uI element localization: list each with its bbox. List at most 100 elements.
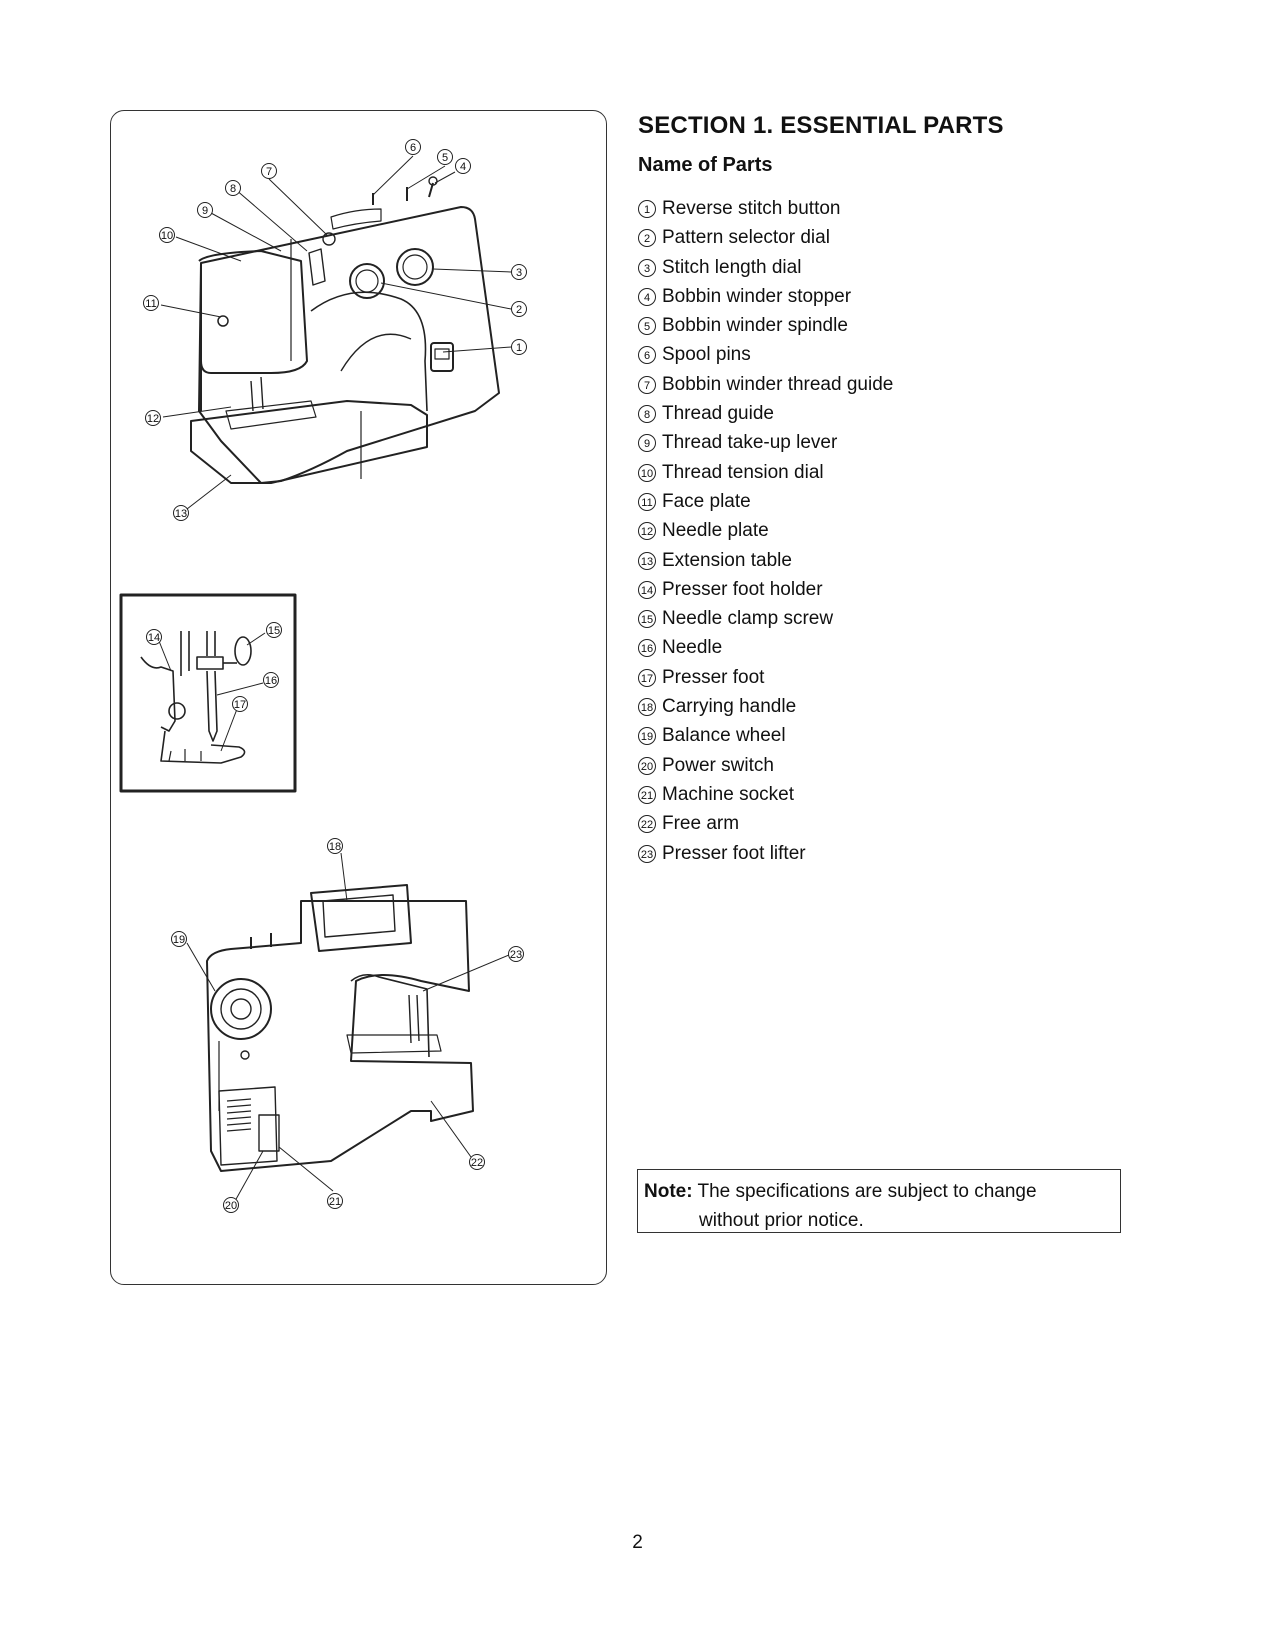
list-item: 10 Thread tension dial: [638, 462, 893, 491]
svg-text:6: 6: [410, 142, 416, 154]
item-label: Presser foot holder: [662, 578, 823, 600]
callout-3: 3: [511, 264, 527, 280]
item-label: Thread tension dial: [662, 461, 824, 483]
list-item: 14 Presser foot holder: [638, 579, 893, 608]
item-label: Extension table: [662, 549, 792, 571]
item-number: 9: [638, 434, 656, 453]
item-label: Free arm: [662, 813, 740, 835]
item-number: 10: [638, 463, 656, 482]
callout-11: 11: [143, 295, 159, 311]
item-number: 8: [638, 405, 656, 424]
note-box: Note: The specifications are subject to …: [637, 1169, 1121, 1233]
illustration-panel: 1 2 3 4 5 6 7 8 9 10 11 12 13 14 15 16 1…: [110, 110, 607, 1285]
sewing-machine-illustrations: 1 2 3 4 5 6 7 8 9 10 11 12 13 14 15 16 1…: [119, 139, 527, 1213]
callout-10: 10: [159, 227, 175, 243]
item-number: 5: [638, 317, 656, 336]
item-label: Machine socket: [662, 783, 795, 805]
item-label: Bobbin winder thread guide: [662, 373, 894, 395]
callout-8: 8: [225, 180, 241, 196]
callout-23: 23: [508, 946, 524, 962]
note-line-2: without prior notice.: [699, 1210, 864, 1231]
item-label: Needle: [662, 637, 723, 659]
svg-text:20: 20: [225, 1200, 237, 1212]
svg-text:16: 16: [265, 675, 277, 687]
item-label: Thread take-up lever: [662, 432, 838, 454]
item-number: 22: [638, 815, 656, 834]
svg-text:8: 8: [230, 183, 236, 195]
item-number: 6: [638, 346, 656, 365]
svg-text:15: 15: [268, 625, 280, 637]
svg-text:14: 14: [148, 632, 160, 644]
svg-text:7: 7: [266, 166, 272, 178]
callout-14: 14: [146, 629, 162, 645]
item-label: Power switch: [662, 754, 774, 776]
svg-text:22: 22: [471, 1157, 483, 1169]
item-label: Reverse stitch button: [662, 198, 841, 219]
note-line-1: The specifications are subject to change: [697, 1181, 1037, 1202]
item-label: Bobbin winder stopper: [662, 285, 852, 307]
item-number: 14: [638, 580, 656, 599]
svg-text:17: 17: [234, 699, 246, 711]
svg-text:12: 12: [147, 413, 159, 425]
note-label: Note:: [644, 1181, 693, 1202]
item-label: Thread guide: [662, 403, 774, 425]
list-item: 13 Extension table: [638, 550, 893, 579]
svg-text:19: 19: [173, 934, 185, 946]
callout-4: 4: [455, 158, 471, 174]
item-label: Needle clamp screw: [662, 608, 834, 630]
svg-text:5: 5: [442, 152, 448, 164]
callout-18: 18: [327, 838, 343, 854]
svg-text:23: 23: [510, 949, 522, 961]
item-label: Balance wheel: [662, 725, 786, 747]
item-number: 20: [638, 756, 656, 775]
list-item: 23 Presser foot lifter: [638, 843, 893, 872]
item-label: Face plate: [662, 490, 751, 512]
callout-1: 1: [511, 339, 527, 355]
item-number: 15: [638, 610, 656, 629]
svg-text:11: 11: [145, 298, 156, 310]
list-item: 15 Needle clamp screw: [638, 608, 893, 637]
callout-13: 13: [173, 505, 189, 521]
list-item: 9 Thread take-up lever: [638, 432, 893, 461]
list-item: 22 Free arm: [638, 813, 893, 842]
section-title: SECTION 1. ESSENTIAL PARTS: [638, 112, 1004, 139]
callout-16: 16: [263, 672, 279, 688]
item-number: 4: [638, 287, 656, 306]
item-number: 18: [638, 698, 656, 717]
svg-text:4: 4: [460, 161, 466, 173]
item-number: 23: [638, 844, 656, 863]
item-number: 13: [638, 551, 656, 570]
callout-7: 7: [261, 163, 277, 179]
list-item: 20 Power switch: [638, 755, 893, 784]
callout-19: 19: [171, 931, 187, 947]
subtitle: Name of Parts: [638, 154, 773, 176]
item-number: 19: [638, 727, 656, 746]
item-label: Bobbin winder spindle: [662, 315, 848, 337]
list-item: 19 Balance wheel: [638, 725, 893, 754]
list-item: 11 Face plate: [638, 491, 893, 520]
machine-back-view: [206, 884, 474, 1172]
svg-text:10: 10: [161, 230, 173, 242]
callout-21: 21: [327, 1193, 343, 1209]
item-number: 11: [638, 492, 656, 511]
item-label: Presser foot: [662, 666, 765, 688]
callout-9: 9: [197, 202, 213, 218]
list-item: 4 Bobbin winder stopper: [638, 286, 893, 315]
item-label: Presser foot lifter: [662, 842, 806, 864]
callout-2: 2: [511, 301, 527, 317]
callout-12: 12: [145, 410, 161, 426]
svg-text:2: 2: [516, 304, 522, 316]
callout-17: 17: [232, 696, 248, 712]
svg-text:1: 1: [516, 342, 522, 354]
machine-front-view: [190, 176, 500, 484]
